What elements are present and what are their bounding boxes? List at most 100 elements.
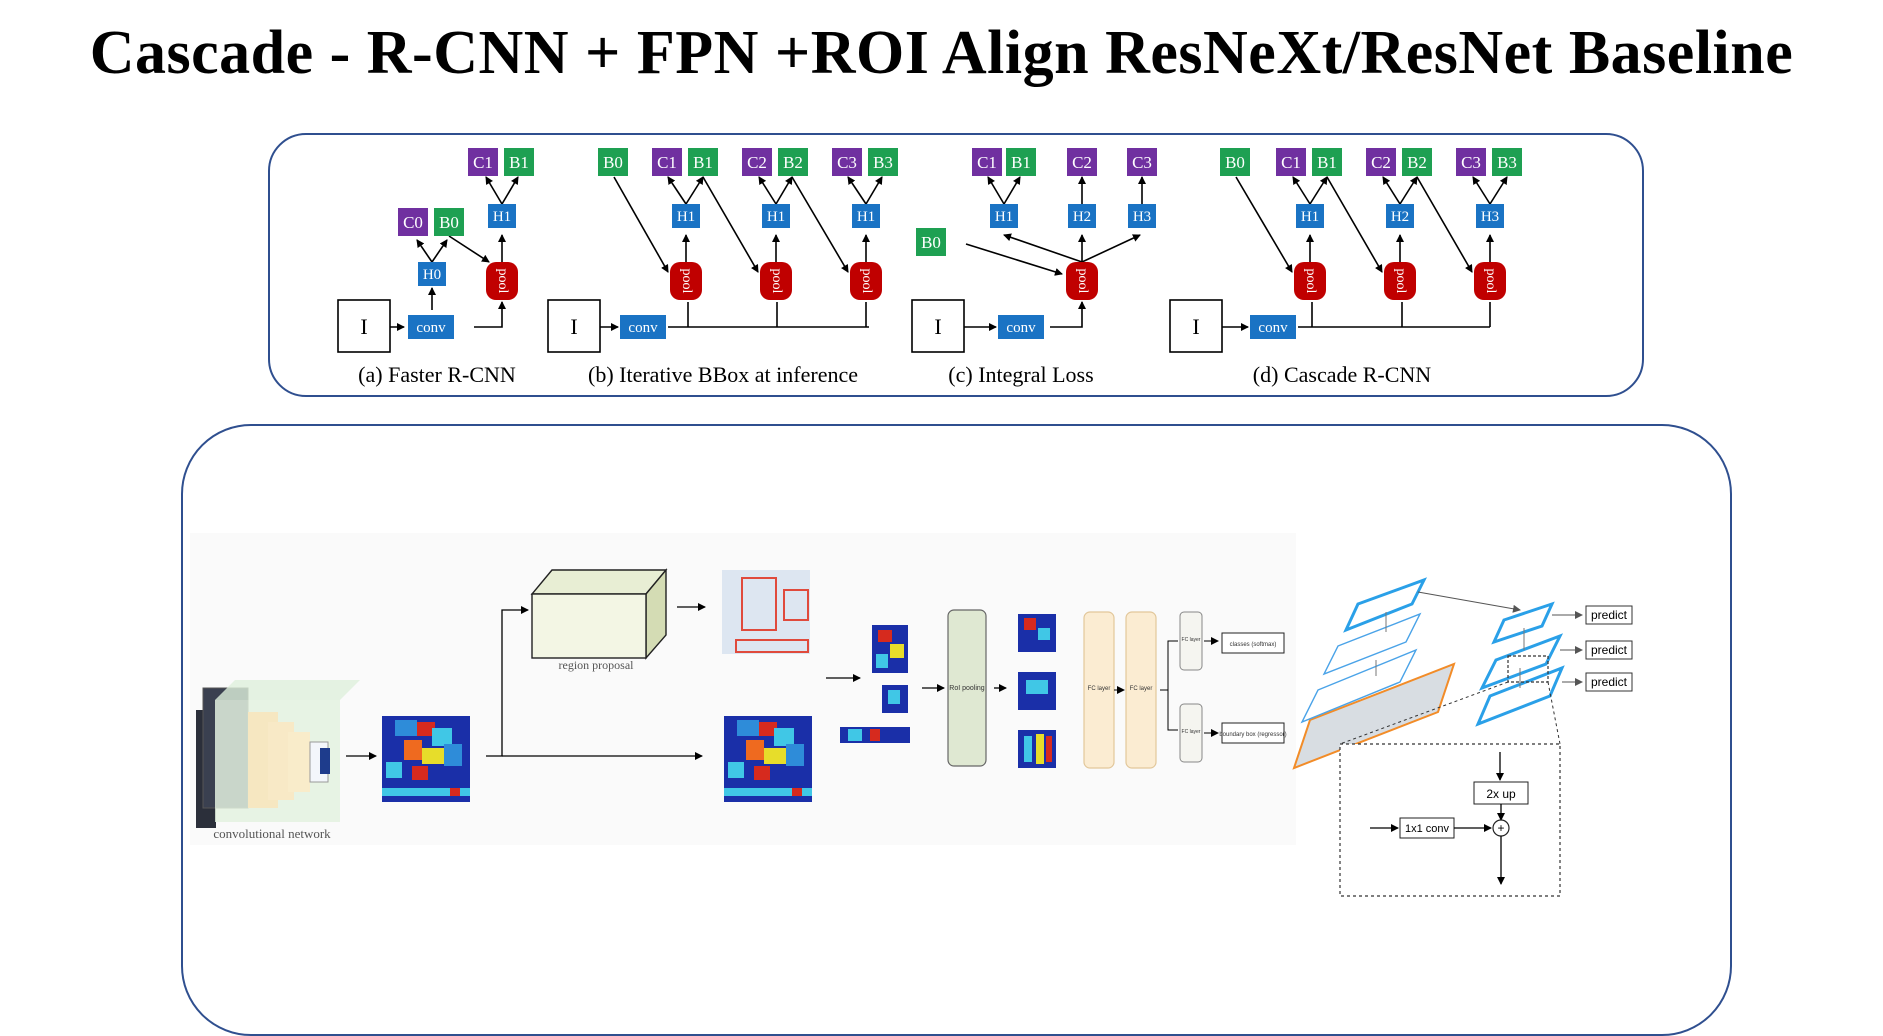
svg-text:B0: B0 (439, 213, 459, 232)
predict-output-1: predict (1585, 605, 1633, 625)
svg-text:H1: H1 (857, 209, 875, 225)
svg-text:conv: conv (1258, 320, 1288, 336)
svg-text:B1: B1 (1011, 153, 1031, 172)
svg-text:H3: H3 (1133, 209, 1151, 225)
classifier-C1-b: C1 (652, 148, 682, 176)
classifier-C3-d: C3 (1456, 148, 1486, 176)
caption-iterative-bbox: (b) Iterative BBox at inference (588, 362, 858, 387)
svg-text:C2: C2 (747, 153, 767, 172)
head-H1-d: H1 (1296, 204, 1324, 228)
input-image-box-c: I (911, 299, 965, 353)
conv-box-a: conv (408, 315, 454, 339)
svg-text:classes (softmax): classes (softmax) (1230, 642, 1277, 648)
svg-text:H2: H2 (1073, 209, 1091, 225)
svg-text:predict: predict (1591, 675, 1628, 689)
caption-faster-rcnn: (a) Faster R-CNN (358, 362, 516, 387)
svg-text:H2: H2 (1391, 209, 1409, 225)
head-H1-c: H1 (990, 204, 1018, 228)
svg-text:B1: B1 (1317, 153, 1337, 172)
page-title: Cascade - R-CNN + FPN +ROI Align ResNeXt… (89, 19, 1794, 87)
svg-text:C1: C1 (657, 153, 677, 172)
svg-text:C1: C1 (473, 153, 493, 172)
caption-integral-loss: (c) Integral Loss (948, 362, 1093, 387)
classifier-C1-d: C1 (1276, 148, 1306, 176)
svg-text:pool: pool (859, 269, 874, 294)
classifier-C2-d: C2 (1366, 148, 1396, 176)
region-proposal-network: region proposal (530, 568, 668, 672)
classifier-C3-c: C3 (1127, 148, 1157, 176)
svg-text:C0: C0 (403, 213, 423, 232)
conv-box-d: conv (1250, 315, 1296, 339)
svg-text:I: I (570, 314, 577, 339)
svg-text:convolutional network: convolutional network (213, 826, 331, 841)
bbox-B3-d: B3 (1492, 148, 1522, 176)
svg-text:pool: pool (1303, 269, 1318, 294)
svg-text:H0: H0 (423, 267, 441, 283)
svg-text:B2: B2 (783, 153, 803, 172)
pool-node-d2: pool (1384, 262, 1416, 300)
roi-pooling-layer: RoI pooling (947, 609, 987, 767)
pool-node-a: pool (486, 262, 518, 300)
fc-layer-2: FC layer (1125, 611, 1157, 769)
svg-text:predict: predict (1591, 643, 1628, 657)
head-H3-d: H3 (1476, 204, 1504, 228)
svg-text:RoI pooling: RoI pooling (949, 685, 985, 692)
svg-text:FC layer: FC layer (1182, 637, 1201, 643)
classifier-C1-a: C1 (468, 148, 498, 176)
svg-text:C2: C2 (1072, 153, 1092, 172)
svg-text:pool: pool (495, 269, 510, 294)
svg-text:pool: pool (769, 269, 784, 294)
head-H0-a: H0 (418, 262, 446, 286)
pool-node-b2: pool (760, 262, 792, 300)
svg-text:conv: conv (416, 320, 446, 336)
svg-text:I: I (360, 314, 367, 339)
fpn-merge-detail: 2x up + 1x1 conv (1339, 743, 1561, 897)
head-H1-a: H1 (488, 204, 516, 228)
classifier-C1-c: C1 (972, 148, 1002, 176)
bbox-B3-b: B3 (868, 148, 898, 176)
svg-text:FC layer: FC layer (1130, 686, 1153, 692)
pool-node-c: pool (1066, 262, 1098, 300)
svg-text:C1: C1 (977, 153, 997, 172)
bbox-B2-d: B2 (1402, 148, 1432, 176)
svg-text:C3: C3 (837, 153, 857, 172)
input-image-box-d: I (1169, 299, 1223, 353)
svg-text:C2: C2 (1371, 153, 1391, 172)
pool-node-b1: pool (670, 262, 702, 300)
classifier-C3-b: C3 (832, 148, 862, 176)
pooled-features (1018, 614, 1056, 768)
svg-text:B3: B3 (1497, 153, 1517, 172)
predict-output-2: predict (1585, 640, 1633, 660)
fc-layer-cls: FC layer (1179, 611, 1203, 671)
svg-text:conv: conv (1006, 320, 1036, 336)
svg-text:C3: C3 (1461, 153, 1481, 172)
conv-box-b: conv (620, 315, 666, 339)
bbox-B0-d: B0 (1220, 148, 1250, 176)
svg-text:B0: B0 (603, 153, 623, 172)
bbox-B0-a: B0 (434, 208, 464, 236)
classes-output: classes (softmax) (1221, 632, 1285, 654)
fc-layer-1: FC layer (1083, 611, 1115, 769)
region-proposals-map (722, 570, 810, 654)
feature-map-2 (724, 716, 812, 802)
svg-text:predict: predict (1591, 608, 1628, 622)
head-H1-b3: H1 (852, 204, 880, 228)
svg-text:H1: H1 (1301, 209, 1319, 225)
predict-output-3: predict (1585, 672, 1633, 692)
classifier-C0-a: C0 (398, 208, 428, 236)
boundary-box-output: boundary box (regressor) (1219, 722, 1287, 744)
svg-text:C1: C1 (1281, 153, 1301, 172)
fpn-pyramid (1292, 577, 1583, 770)
head-H1-b1: H1 (672, 204, 700, 228)
bbox-B1-c: B1 (1006, 148, 1036, 176)
bbox-B1-d: B1 (1312, 148, 1342, 176)
svg-text:H1: H1 (493, 209, 511, 225)
bbox-B1-a: B1 (504, 148, 534, 176)
svg-text:1x1 conv: 1x1 conv (1405, 823, 1450, 835)
classifier-C2-c: C2 (1067, 148, 1097, 176)
svg-text:H1: H1 (767, 209, 785, 225)
pool-node-d3: pool (1474, 262, 1506, 300)
bbox-B0-c: B0 (916, 228, 946, 256)
svg-text:FC layer: FC layer (1088, 686, 1111, 692)
